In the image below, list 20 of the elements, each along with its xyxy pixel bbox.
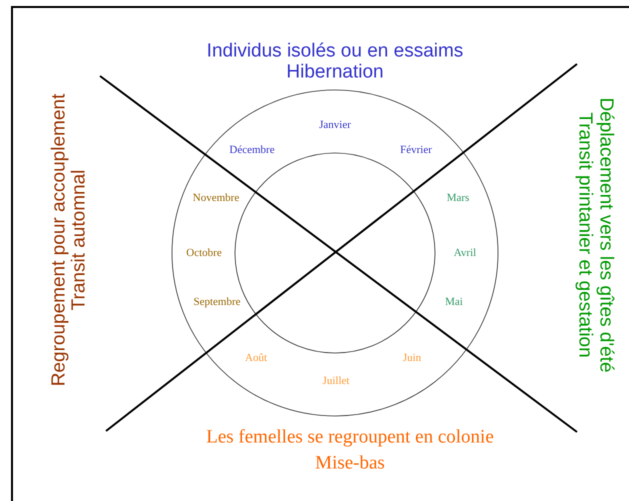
month-label: Juillet <box>322 374 350 388</box>
month-label: Avril <box>454 246 476 260</box>
season-label: Transit printanier et gestation <box>574 112 594 358</box>
season-label: Hibernation <box>286 62 384 84</box>
month-label: Août <box>245 352 267 364</box>
month-label: Janvier <box>319 118 351 132</box>
month-label: Septembre <box>193 296 241 308</box>
month-label: Février <box>400 144 432 156</box>
season-label: Individus isolés ou en essaims <box>206 42 464 62</box>
month-label: Décembre <box>229 144 275 156</box>
season-label: Les femelles se regroupent en colonie <box>206 428 494 448</box>
month-label: Octobre <box>186 246 222 260</box>
month-label: Mars <box>446 192 470 204</box>
season-label: Déplacement vers les gîtes d'été <box>594 97 616 373</box>
season-label: Regroupement pour accouplement <box>50 94 70 386</box>
season-label: Mise-bas <box>315 454 385 474</box>
season-label: Transit automnal <box>70 170 90 310</box>
month-label: Mai <box>445 296 463 308</box>
month-label: Juin <box>402 352 422 364</box>
month-label: Novembre <box>192 192 240 204</box>
